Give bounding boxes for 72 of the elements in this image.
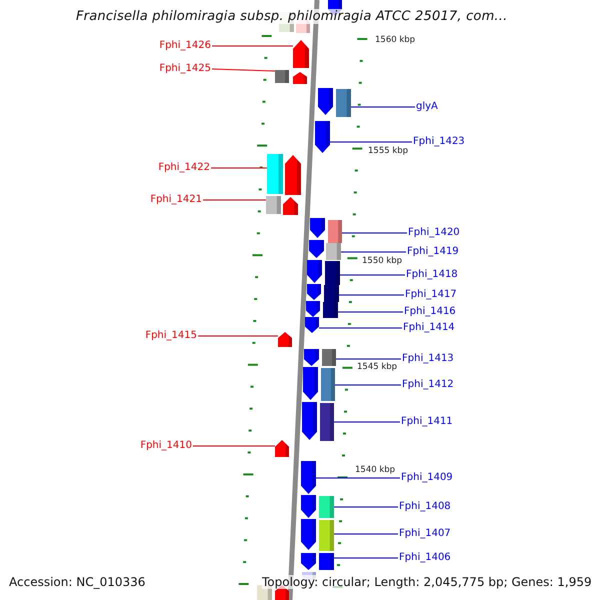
leader-line	[334, 506, 398, 508]
leader-line	[350, 106, 416, 108]
leader-line	[338, 294, 404, 296]
gene-label: Fphi_1413	[402, 353, 454, 365]
gene-label: Fphi_1407	[399, 528, 451, 540]
gene-block	[322, 349, 336, 366]
gene-block	[323, 302, 338, 318]
gene-label: Fphi_1416	[404, 306, 456, 318]
gene-feature	[306, 301, 320, 317]
leader-line	[212, 68, 276, 72]
gene-label: Fphi_1409	[401, 472, 453, 484]
gene-block	[275, 70, 289, 83]
gene-feature	[303, 367, 318, 400]
gene-label: Fphi_1423	[413, 136, 465, 148]
gene-label: glyA	[416, 101, 438, 113]
gene-label: Fphi_1415	[145, 330, 197, 342]
gene-block	[267, 154, 283, 194]
gene-label: Fphi_1419	[407, 246, 459, 258]
gene-block	[321, 368, 335, 401]
gene-feature	[283, 197, 298, 215]
gene-block	[325, 261, 340, 285]
gene-feature	[318, 88, 333, 115]
gene-block	[326, 243, 341, 260]
gene-label: Fphi_1422	[158, 162, 210, 174]
gene-feature	[301, 519, 316, 550]
gene-label: Fphi_1421	[150, 194, 202, 206]
gene-block	[319, 520, 334, 551]
gene-label: Fphi_1412	[402, 379, 454, 391]
gene-feature	[305, 317, 319, 333]
gene-label: Fphi_1425	[159, 63, 211, 75]
gene-label: Fphi_1414	[403, 322, 455, 334]
gene-feature	[307, 260, 322, 283]
scale-label: 1560 kbp	[375, 35, 416, 45]
gene-label: Fphi_1410	[140, 440, 192, 452]
gene-feature	[304, 349, 319, 366]
scale-label: 1555 kbp	[368, 146, 408, 156]
gene-block	[336, 89, 351, 117]
scale-label: 1550 kbp	[362, 256, 402, 266]
leader-line	[340, 274, 406, 276]
gene-block	[266, 196, 281, 214]
gene-label: Fphi_1417	[405, 289, 457, 301]
gene-label: Fphi_1418	[406, 269, 458, 281]
leader-line	[342, 232, 408, 234]
gene-block	[319, 553, 334, 570]
gene-block	[320, 403, 334, 441]
leader-line	[336, 358, 402, 360]
gene-feature	[285, 155, 301, 195]
gene-feature	[302, 402, 317, 440]
gene-label: Fphi_1420	[408, 227, 460, 239]
gene-label: Fphi_1408	[399, 501, 451, 513]
gene-feature	[275, 440, 289, 457]
gene-feature	[301, 461, 316, 494]
gene-block	[319, 496, 334, 518]
gene-feature	[307, 284, 321, 300]
gene-feature	[310, 218, 325, 238]
genome-summary: Topology: circular; Length: 2,045,775 bp; Genes: 1,959	[262, 575, 592, 589]
gene-feature	[301, 553, 316, 570]
gene-feature	[315, 121, 330, 153]
gene-label: Fphi_1411	[401, 416, 453, 428]
gene-feature	[293, 72, 307, 84]
accession-text: Accession: NC_010336	[9, 575, 146, 589]
gene-label: Fphi_1426	[159, 40, 211, 52]
gene-label: Fphi_1406	[399, 552, 451, 564]
leader-line	[334, 384, 402, 386]
gene-feature	[301, 495, 316, 518]
scale-label: 1540 kbp	[355, 465, 396, 475]
map-title: Francisella philomiragia subsp. philomiragia ATCC 25017, com...	[76, 9, 508, 24]
gene-feature	[278, 332, 292, 347]
gene-block	[328, 220, 342, 243]
gene-feature	[309, 240, 324, 258]
scale-label: 1545 kbp	[357, 362, 398, 372]
gene-feature	[293, 40, 309, 68]
